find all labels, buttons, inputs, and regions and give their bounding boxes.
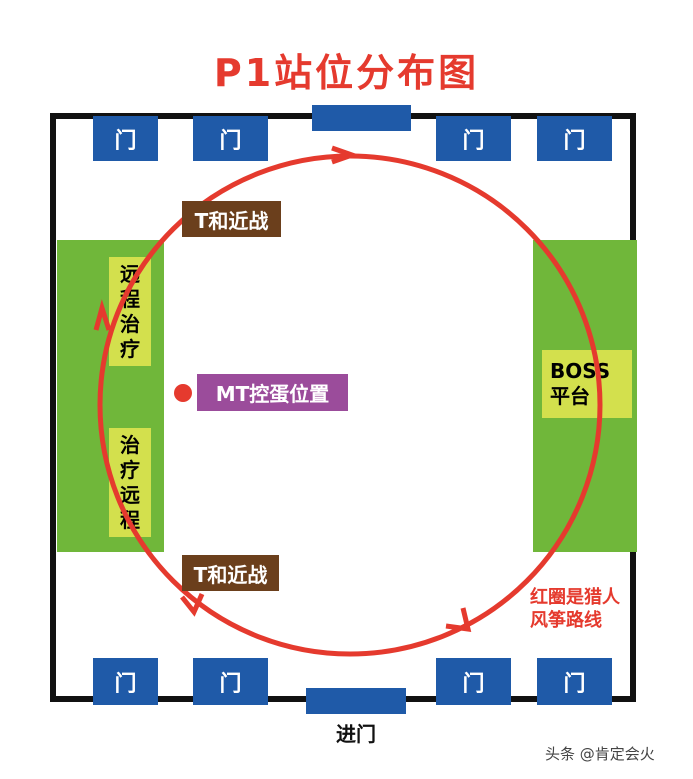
arrow-top-icon [331,145,360,165]
page-title: P1站位分布图 [213,51,480,95]
door-label: 门 [219,671,242,697]
door-top-2: 门 [193,116,268,161]
healer-label-bottom: 治疗远程 [109,428,151,537]
tank-melee-bottom-text: T和近战 [193,562,268,587]
bottom-gate-strip [306,688,406,714]
door-bottom-1: 门 [93,658,158,705]
door-bottom-3: 门 [436,658,511,705]
door-top-4: 门 [537,116,612,161]
tank-melee-tag-top: T和近战 [182,201,281,237]
door-label: 门 [114,671,137,697]
top-gate-strip [312,105,411,131]
arrow-bottomleft-icon [180,592,205,617]
tank-melee-top-text: T和近战 [194,208,269,233]
door-label: 门 [563,671,586,697]
entrance-label: 进门 [336,722,376,746]
door-label: 门 [462,128,485,154]
door-label: 门 [462,671,485,697]
kite-note-line1: 红圈是猎人 [530,587,620,608]
door-bottom-2: 门 [193,658,268,705]
door-label: 门 [219,128,242,154]
tank-melee-tag-bottom: T和近战 [182,555,279,591]
kite-route-note: 红圈是猎人 风筝路线 [530,586,640,632]
door-top-1: 门 [93,116,158,161]
watermark: 头条 @肯定会火 [545,745,655,763]
mt-position-dot [174,384,192,402]
door-top-3: 门 [436,116,511,161]
door-bottom-4: 门 [537,658,612,705]
arrow-left-icon [93,299,112,331]
boss-platform: BOSS平台 [542,350,632,418]
kite-note-line2: 风筝路线 [530,610,602,631]
mt-position-text: MT控蛋位置 [215,382,330,406]
arrow-bottomright-icon [445,607,472,632]
mt-position-tag: MT控蛋位置 [197,374,348,411]
door-label: 门 [563,128,586,154]
door-label: 门 [114,128,137,154]
